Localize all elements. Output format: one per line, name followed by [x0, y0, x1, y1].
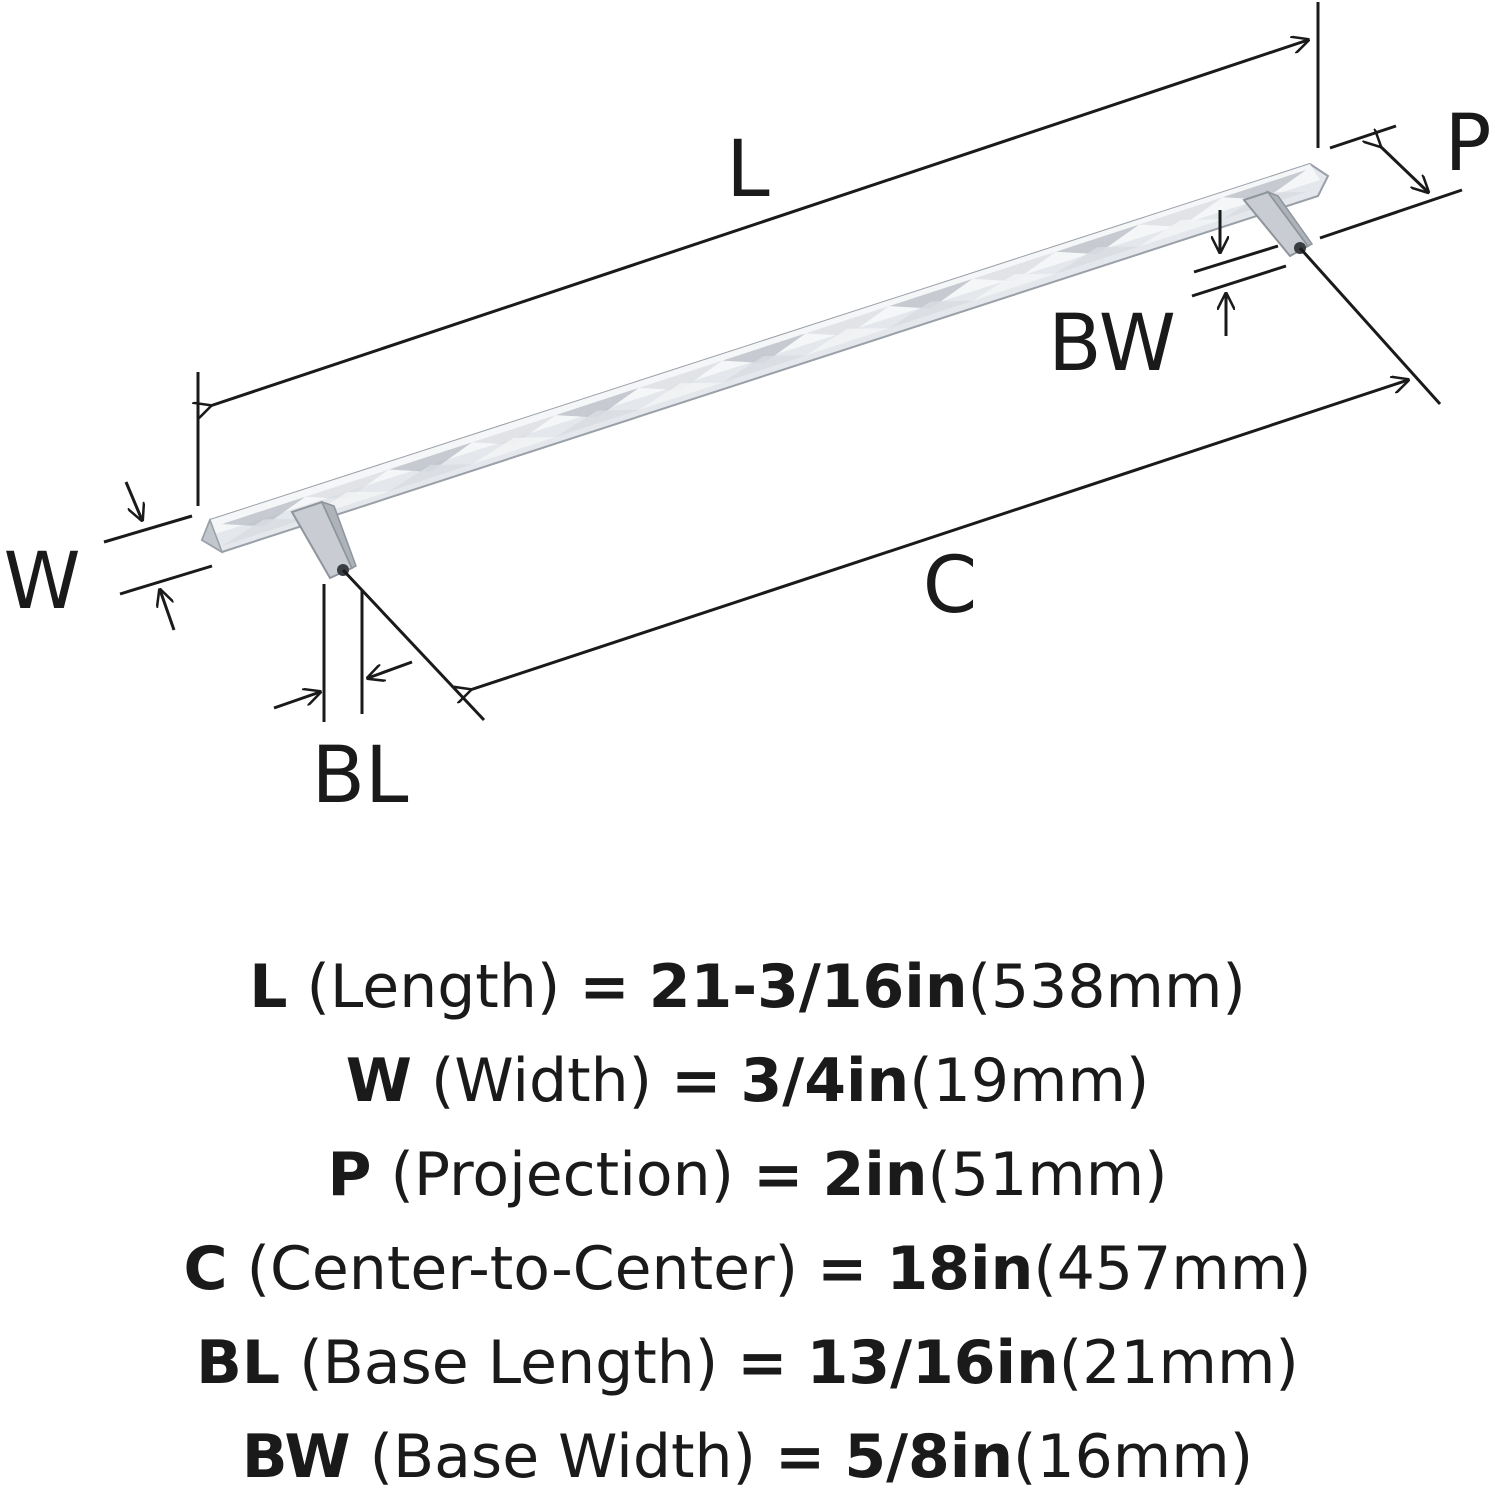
- spec-row-length: L (Length) = 21-3/16in(538mm): [0, 940, 1495, 1034]
- label-l: L: [726, 125, 770, 215]
- spec-equals: =: [579, 952, 630, 1022]
- handle-dimension-diagram: L W P BW C BL: [3, 2, 1492, 821]
- spec-name: (Base Length): [299, 1328, 719, 1398]
- handle-facet: [222, 518, 306, 546]
- spec-equals: =: [774, 1422, 826, 1492]
- spec-code: W: [345, 1046, 412, 1116]
- spec-row-width: W (Width) = 3/4in(19mm): [0, 1034, 1495, 1128]
- dimension-bw: [1191, 210, 1287, 336]
- spec-metric: (21mm): [1058, 1328, 1299, 1398]
- spec-code: L: [249, 952, 288, 1022]
- handle-facet: [305, 469, 389, 500]
- spec-name: (Length): [306, 952, 561, 1022]
- label-p: P: [1444, 99, 1491, 189]
- spec-name: (Center-to-Center): [246, 1234, 799, 1304]
- label-w: W: [3, 537, 80, 627]
- spec-equals: =: [671, 1046, 722, 1116]
- spec-name: (Width): [430, 1046, 653, 1116]
- spec-metric: (538mm): [967, 952, 1246, 1022]
- handle-facet: [388, 442, 473, 472]
- dimension-bl: [273, 584, 413, 722]
- spec-code: BL: [196, 1328, 281, 1398]
- spec-row-projection: P (Projection) = 2in(51mm): [0, 1128, 1495, 1222]
- spec-row-base-width: BW (Base Width) = 5/8in(16mm): [0, 1410, 1495, 1504]
- spec-imperial: 2in: [822, 1140, 928, 1210]
- spec-name: (Projection): [390, 1140, 735, 1210]
- dimension-w: [103, 481, 213, 631]
- spec-metric: (16mm): [1013, 1422, 1254, 1492]
- spec-imperial: 13/16in: [806, 1328, 1059, 1398]
- spec-name: (Base Width): [369, 1422, 756, 1492]
- spec-imperial: 3/4in: [740, 1046, 910, 1116]
- spec-imperial: 5/8in: [844, 1422, 1014, 1492]
- spec-row-center-to-center: C (Center-to-Center) = 18in(457mm): [0, 1222, 1495, 1316]
- dimension-l: [198, 2, 1320, 506]
- label-bl: BL: [312, 731, 410, 821]
- dimension-p: [1319, 124, 1463, 240]
- label-bw: BW: [1048, 299, 1176, 389]
- spec-row-base-length: BL (Base Length) = 13/16in(21mm): [0, 1316, 1495, 1410]
- handle-facet: [222, 496, 306, 527]
- spec-code: P: [327, 1140, 372, 1210]
- dimension-spec-list: L (Length) = 21-3/16in(538mm) W (Width) …: [0, 940, 1495, 1504]
- handle-facet: [388, 464, 473, 492]
- handle-facet: [305, 491, 389, 519]
- spec-equals: =: [737, 1328, 788, 1398]
- spec-imperial: 18in: [886, 1234, 1034, 1304]
- spec-metric: (19mm): [909, 1046, 1150, 1116]
- spec-code: BW: [241, 1422, 351, 1492]
- spec-equals: =: [817, 1234, 868, 1304]
- left-post: [290, 500, 357, 580]
- spec-imperial: 21-3/16in: [648, 952, 968, 1022]
- spec-code: C: [183, 1234, 228, 1304]
- label-c: C: [923, 541, 977, 631]
- spec-equals: =: [753, 1140, 804, 1210]
- spec-metric: (51mm): [927, 1140, 1168, 1210]
- spec-metric: (457mm): [1033, 1234, 1312, 1304]
- dimension-c: [341, 246, 1442, 722]
